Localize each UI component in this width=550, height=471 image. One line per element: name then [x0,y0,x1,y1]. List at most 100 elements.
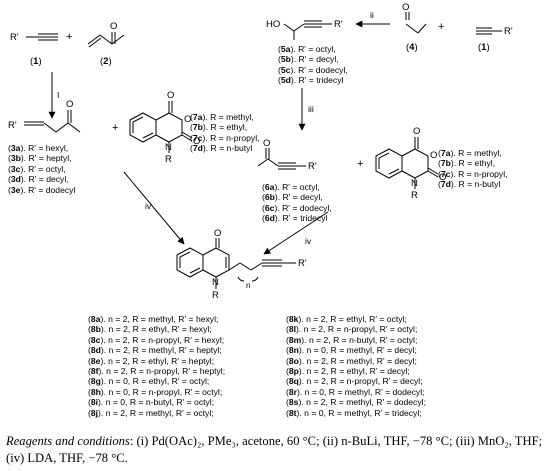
caption-label: Reagents and conditions [6,434,130,448]
product-n-label: N [212,277,219,288]
compound-6-structure [257,148,306,170]
enone-2-structure [87,32,125,48]
list-item: (3d). R' = decyl, [8,174,69,185]
list-item: (5b). R' = decyl, [278,54,339,65]
step-ii-label: ii [370,10,374,20]
list-item: (8h). n = 0, R = n-propyl, R' = octyl; [88,386,223,397]
aldehyde-o-label: O [402,2,409,13]
plus-sign: + [438,21,444,33]
product-r-label: R [212,290,219,301]
isatoic-right-o1: O [413,126,420,137]
isatoic-left-o3: O [193,136,200,147]
isatoic-right-o3: O [439,172,446,183]
ketone-o-label: O [110,21,117,32]
isatoic-left-n: N [165,142,172,153]
isatoic-anhydride-left-structure [129,101,193,153]
ynone-r-label: R' [308,161,317,172]
arrow-step-iv-right [263,211,329,255]
compound-8-structure [176,238,296,289]
step-iii-label: iii [308,104,314,114]
list-item: (8q). n = 2, R = n-propyl, R' = decyl; [286,376,423,387]
list-item: (5c). R' = dodecyl, [278,64,348,75]
alkyne-r-label: R' [10,32,19,43]
compound3-o-label: O [66,99,73,110]
isatoic-anhydride-right-structure [375,137,439,189]
alkyne-1b-structure [476,27,502,35]
arrow-step-iv-left [123,171,185,245]
step-iv-left-label: iv [145,201,152,211]
compound-3-structure [24,110,81,133]
compound-5-list: (5a). R' = octyl, (5b). R' = decyl, (5c)… [278,44,348,86]
product-o-label: O [214,228,221,239]
list-item: (7d). R = n-butyl [190,143,253,154]
list-item: (8k). n = 2, R = ethyl, R' = octyl; [286,314,407,324]
plus-sign: + [66,31,72,43]
list-item: (8g). n = 0, R = ethyl, R' = octyl; [88,376,210,387]
step-i-label: I [57,90,59,100]
isatoic-left-o2: O [184,114,191,125]
product-n-sub-label: n [246,281,250,290]
isatoic-left-o1: O [167,90,174,101]
list-item: (8f). n = 2, R = n-propyl, R' = heptyl; [88,366,226,377]
list-item: (7c). R = n-propyl, [190,132,260,143]
list-item: (8l). n = 2, R = n-propyl, R' = octyl; [286,324,418,335]
list-item: (8p). n = 2, R = ethyl, R' = decyl; [286,366,410,377]
ynone-o-label: O [263,138,270,149]
aldehyde-4-structure [405,12,427,34]
compound-4-number: (4) [406,42,418,53]
plus-sign: + [112,122,118,134]
list-item: (5d). R' = tridecyl [278,75,344,86]
list-item: (7b). R = ethyl, [190,122,248,133]
alkyne2-r-label: R' [504,26,513,37]
enone-r-label: R' [8,120,17,131]
isatoic-right-o2: O [430,150,437,161]
list-item: (3e). R' = dodecyl [8,184,76,195]
step-iv-right-label: iv [305,236,312,246]
product-r-prime-label: R' [298,258,307,269]
list-item: (7b). R = ethyl, [438,158,496,169]
compound-8-list-left: (8a). n = 2, R = methyl, R' = hexyl; (8b… [88,314,225,418]
list-item: (8s). n = 2, R = methyl, R' = dodecyl; [286,397,426,408]
list-item: (6b). R' = decyl, [262,192,323,203]
isatoic-left-r: R [165,154,172,165]
list-item: (6a). R' = octyl, [262,182,320,192]
list-item: (7c). R = n-propyl, [438,168,508,179]
list-item: (8i). n = 0, R = n-butyl, R' = octyl; [88,397,215,408]
compound-3-list: (3a). R' = hexyl, (3b). R' = heptyl, (3c… [8,143,75,195]
list-item: (7d). R = n-butyl [438,179,501,190]
propargyl-r-label: R' [334,19,343,30]
list-item: (6c). R' = dodecyl, [262,202,332,213]
list-item: (8b). n = 2, R = ethyl, R' = hexyl; [88,324,212,335]
list-item: (3a). R' = hexyl, [8,143,69,153]
compound-7-list-right: (7a). R = methyl, (7b). R = ethyl, (7c).… [438,148,508,190]
list-item: (8t). n = 0, R = methyl, R' = tridecyl; [286,407,422,418]
compound-7-list-left: (7a). R = methyl, (7b). R = ethyl, (7c).… [190,112,260,154]
alkyne-1-structure [26,33,58,41]
list-item: (3b). R' = heptyl, [8,153,72,164]
hydroxy-label: HO [266,19,280,30]
list-item: (8r). n = 0, R = methyl, R' = dodecyl; [286,386,425,397]
list-item: (8j). n = 2, R = methyl, R' = octyl; [88,407,214,418]
reaction-conditions-caption: Reagents and conditions: (i) Pd(OAc)₂, P… [6,433,546,467]
compound-6-list: (6a). R' = octyl, (6b). R' = decyl, (6c)… [262,182,332,224]
list-item: (6d). R' = tridecyl [262,213,328,224]
compound-1-number: (1) [30,56,42,67]
list-item: (8c). n = 2, R = n-propyl, R' = hexyl; [88,334,225,345]
caption-text: : (i) Pd(OAc)₂, PMe₃, acetone, 60 °C; (i… [6,434,543,465]
list-item: (8a). n = 2, R = methyl, R' = hexyl; [88,314,219,324]
isatoic-right-r: R [411,190,418,201]
list-item: (3c). R' = octyl, [8,163,66,174]
list-item: (8o). n = 2, R = methyl, R' = decyl; [286,355,417,366]
list-item: (5a). R' = octyl, [278,44,336,54]
list-item: (8n). n = 0, R = methyl, R' = decyl; [286,345,417,356]
isatoic-right-n: N [411,178,418,189]
list-item: (7a). R = methyl, [190,112,254,122]
list-item: (8e). n = 2, R = ethyl, R' = heptyl; [88,355,215,366]
list-item: (7a). R = methyl, [438,148,502,158]
list-item: (8m). n = 2, R = n-butyl, R' = octyl; [286,334,418,345]
compound-5-structure [283,20,332,40]
compound-1b-number: (1) [478,42,490,53]
plus-sign: + [357,158,363,170]
list-item: (8d). n = 2, R = methyl, R' = heptyl; [88,345,222,356]
